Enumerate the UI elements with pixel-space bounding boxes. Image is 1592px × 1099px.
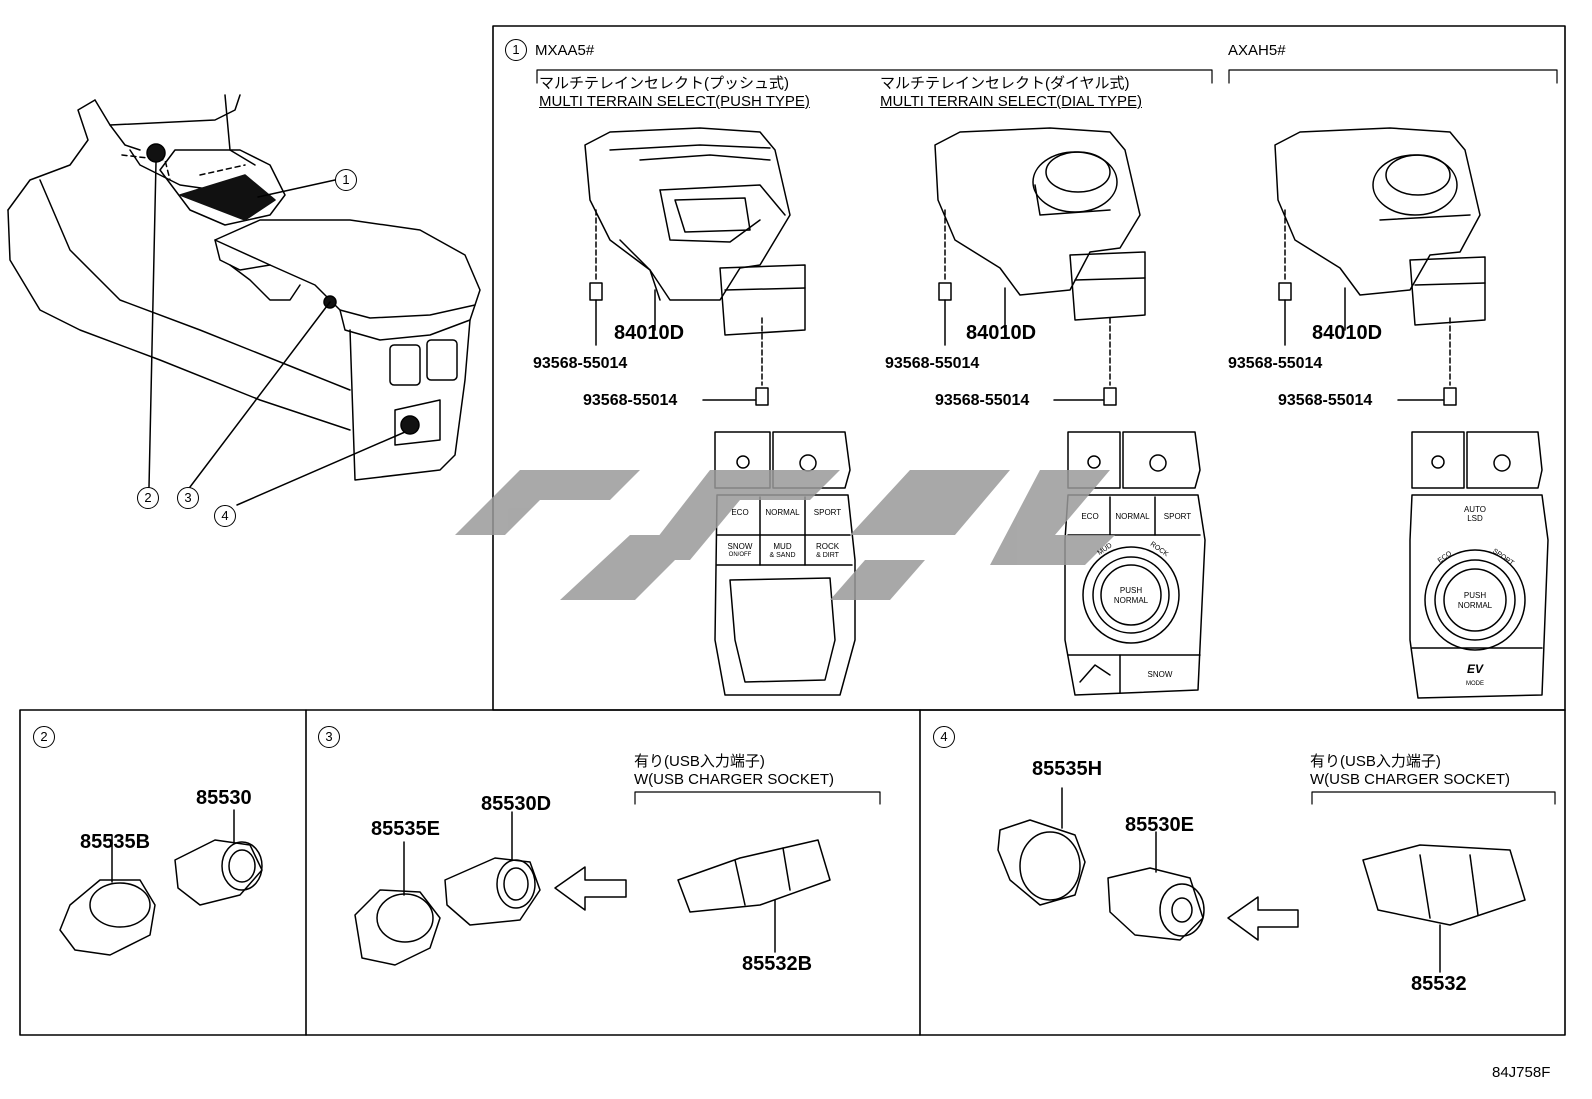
part-93568-c2: 93568-55014 [1278,392,1373,409]
section-1-callout: 1 [505,39,527,61]
part-93568-a1: 93568-55014 [533,355,628,372]
panel-axah-face [1409,431,1549,699]
part-85535e: 85535E [371,818,440,840]
part-85530: 85530 [196,787,252,809]
section-3-callout: 3 [318,726,340,748]
part-93568-a2: 93568-55014 [583,392,678,409]
part-84010d-c: 84010D [1312,322,1383,344]
part-85532: 85532 [1411,973,1467,995]
panel-dial-snow: SNOW [1147,670,1173,679]
usb-en-label-3: W(USB CHARGER SOCKET) [634,771,835,788]
panel-push-snow-sub: ON/OFF [728,552,752,558]
part-93568-b1: 93568-55014 [885,355,980,372]
switch-push-drawing [584,127,806,406]
dial-type-en-label: MULTI TERRAIN SELECT(DIAL TYPE) [880,93,1142,110]
section-2-drawing [59,809,263,956]
panel-dial-normal: NORMAL [1115,512,1150,521]
part-85530d: 85530D [481,793,552,815]
part-85535b: 85535B [80,831,151,853]
panel-push-mud: MUD [773,542,792,551]
usb-jp-label-4: 有り(USB入力端子) [1310,753,1441,770]
panel-push-rock: ROCK [815,542,840,551]
part-93568-b2: 93568-55014 [935,392,1030,409]
panel-axah-push: PUSH [1463,591,1487,600]
panel-dial-eco: ECO [1081,512,1099,521]
part-85535h: 85535H [1032,758,1103,780]
usb-jp-label-3: 有り(USB入力端子) [634,753,765,770]
diagram-code: 84J758F [1492,1064,1551,1081]
console-overview-drawing [7,94,481,506]
panel-axah-ev: EV [1466,662,1483,676]
panel-dial-face [1064,431,1206,696]
switch-dial-drawing [934,127,1146,406]
switch-axah-drawing [1274,127,1486,406]
model-axah5-label: AXAH5# [1228,42,1286,59]
dial-type-jp-label: マルチテレインセレクト(ダイヤル式) [880,75,1130,92]
panel-push-mud-sub: & SAND [769,552,796,559]
panel-push-rock-sub: & DIRT [816,552,839,559]
section-4-drawing [997,787,1556,973]
panel-push-normal: NORMAL [765,508,800,517]
callout-4: 4 [214,505,236,527]
callout-1: 1 [335,169,357,191]
part-84010d-b: 84010D [966,322,1037,344]
panel-axah-ev-sub: MODE [1466,681,1484,687]
part-85532b: 85532B [742,953,813,975]
panel-push-eco: ECO [731,508,749,517]
panel-push-snow: SNOW [727,542,753,551]
part-93568-c1: 93568-55014 [1228,355,1323,372]
section-3-drawing [354,791,881,966]
section-4-callout: 4 [933,726,955,748]
panel-dial-push: PUSH [1119,586,1143,595]
push-type-jp-label: マルチテレインセレクト(プッシュ式) [539,75,789,92]
part-85530e: 85530E [1125,814,1194,836]
callout-3: 3 [177,487,199,509]
watermark-logo [455,470,1115,600]
section-2-callout: 2 [33,726,55,748]
push-type-en-label: MULTI TERRAIN SELECT(PUSH TYPE) [539,93,810,110]
panel-dial-sport: SPORT [1163,512,1192,521]
usb-en-label-4: W(USB CHARGER SOCKET) [1310,771,1511,788]
panel-axah-push-sub: NORMAL [1457,601,1493,610]
bottom-frame [19,709,1566,1036]
panel-axah-lsd: LSD [1467,514,1483,523]
panel-axah-auto: AUTO [1463,505,1487,514]
model-mxaa5-label: MXAA5# [535,42,595,59]
callout-2: 2 [137,487,159,509]
panel-push-sport: SPORT [813,508,842,517]
panel-dial-push-sub: NORMAL [1113,596,1149,605]
part-84010d-a: 84010D [614,322,685,344]
